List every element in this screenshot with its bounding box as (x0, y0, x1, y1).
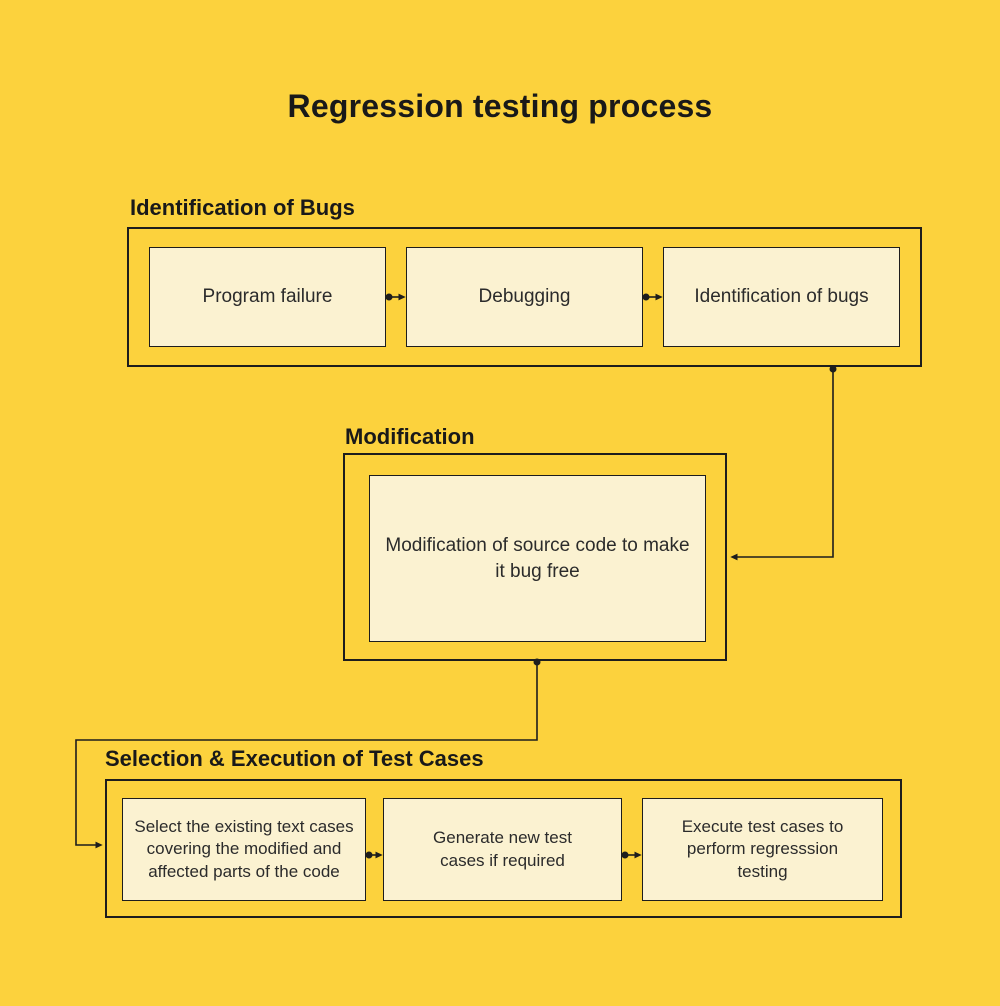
flow-box-program-failure: Program failure (149, 247, 386, 347)
flow-box-identification-of-bugs: Identification of bugs (663, 247, 900, 347)
section-heading-identification-of-bugs: Identification of Bugs (130, 195, 355, 220)
section-heading-selection-execution: Selection & Execution of Test Cases (105, 746, 484, 771)
section-container-identification-of-bugs: Program failure Debugging Identification… (127, 227, 922, 367)
diagram-title: Regression testing process (287, 88, 713, 124)
section-heading-modification: Modification (345, 424, 475, 449)
flow-box-generate-new-cases: Generate new test cases if required (383, 798, 622, 901)
flow-box-debugging: Debugging (406, 247, 643, 347)
flow-box-modification-of-source-code: Modification of source code to make it b… (369, 475, 706, 642)
flow-box-execute-test-cases: Execute test cases to perform regresssio… (642, 798, 883, 901)
section-container-modification: Modification of source code to make it b… (343, 453, 727, 661)
connector-bugs-section-to-modification (730, 370, 834, 561)
section-container-selection-execution: Select the existing text cases covering … (105, 779, 902, 918)
flow-box-select-existing-cases: Select the existing text cases covering … (122, 798, 366, 901)
